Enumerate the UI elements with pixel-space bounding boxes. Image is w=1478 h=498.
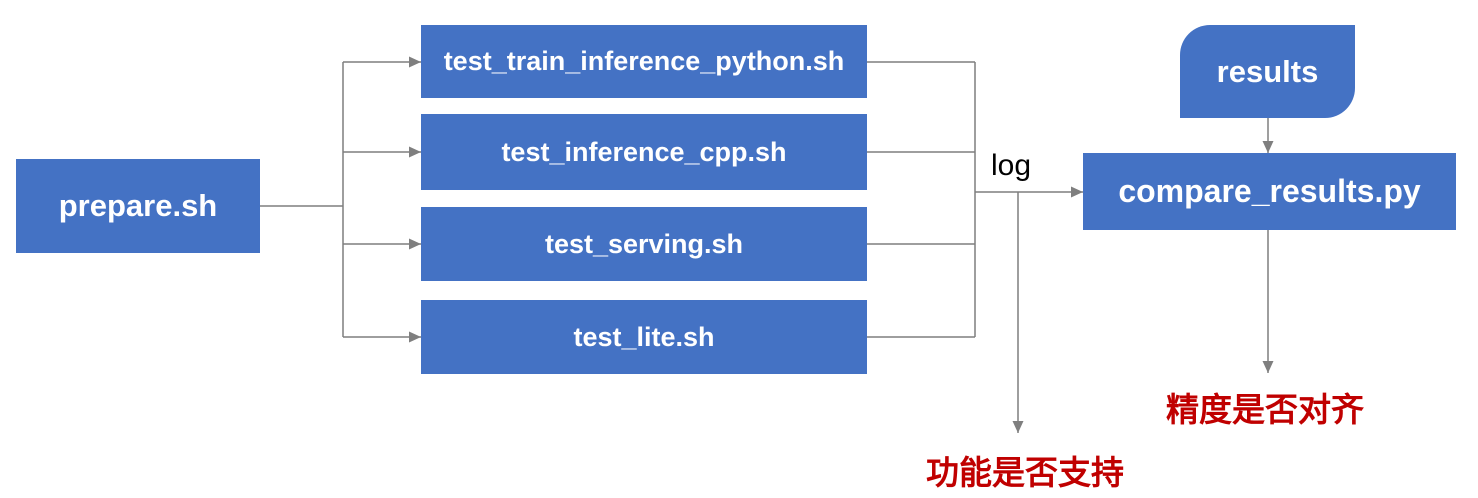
- node-compare-results-py: compare_results.py: [1083, 153, 1456, 230]
- node-prepare-sh: prepare.sh: [16, 159, 260, 253]
- function-support-label: 功能是否支持: [926, 454, 1124, 491]
- log-label: log: [991, 149, 1032, 182]
- node-test-train-inference-python-sh: test_train_inference_python.sh: [421, 25, 867, 98]
- precision-aligned-label: 精度是否对齐: [1166, 391, 1364, 428]
- node-results: results: [1180, 25, 1355, 118]
- node-test-lite-sh: test_lite.sh: [421, 300, 867, 374]
- node-test-serving-sh: test_serving.sh: [421, 207, 867, 281]
- node-test-inference-cpp-sh: test_inference_cpp.sh: [421, 114, 867, 190]
